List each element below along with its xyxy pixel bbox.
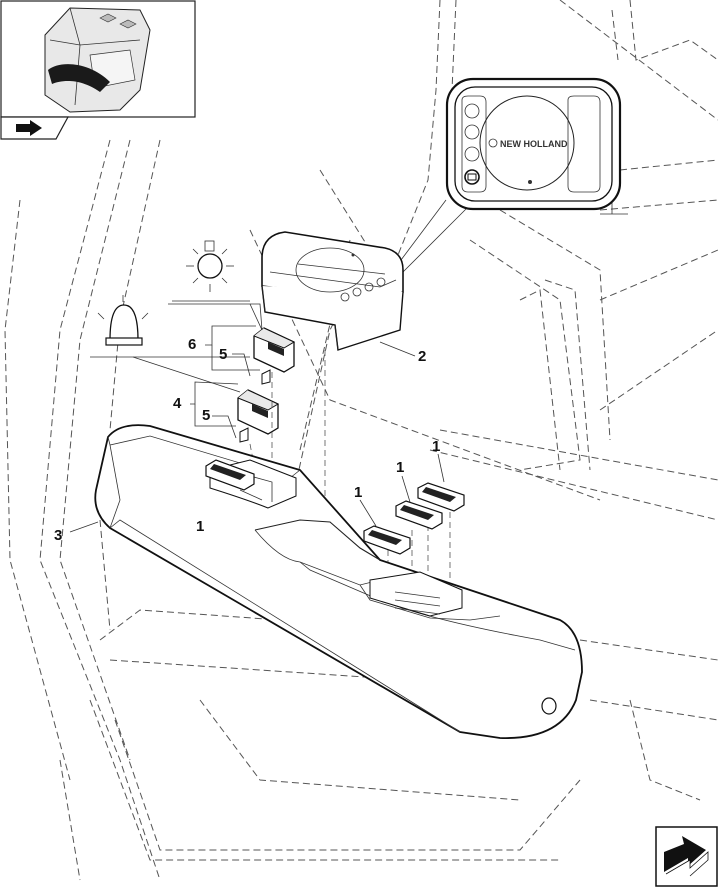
work-light-symbol-icon: [172, 240, 250, 302]
rotating-beacon-symbol-icon: [90, 295, 250, 358]
console-housing-part: [94, 424, 583, 739]
blanking-plug-part: [395, 500, 443, 530]
cab-phantom-lines: [4, 0, 718, 881]
instrument-box-part: [261, 231, 404, 351]
blanking-plug-part: [363, 525, 411, 555]
instrument-panel-detail: NEW HOLLAND: [394, 77, 628, 281]
callout-6: 6: [188, 336, 196, 353]
callout-5: 5: [202, 407, 210, 424]
beacon-switch-part: [253, 327, 296, 385]
callout-4: 4: [173, 395, 182, 412]
callout-1: 1: [196, 518, 204, 535]
work-light-switch-part: [237, 389, 280, 443]
callout-1: 1: [354, 484, 362, 501]
section-arrow-icon: [0, 116, 70, 140]
callout-2: 2: [418, 348, 426, 365]
callout-1: 1: [432, 438, 440, 455]
next-page-arrow-icon[interactable]: [655, 826, 718, 887]
callout-5: 5: [219, 346, 227, 363]
callout-1: 1: [396, 459, 404, 476]
brand-label: NEW HOLLAND: [500, 139, 568, 149]
blanking-plug-part: [205, 459, 255, 491]
cab-thumbnail-icon: [0, 0, 196, 118]
blanking-plug-part: [417, 482, 465, 512]
callout-3: 3: [54, 527, 62, 544]
